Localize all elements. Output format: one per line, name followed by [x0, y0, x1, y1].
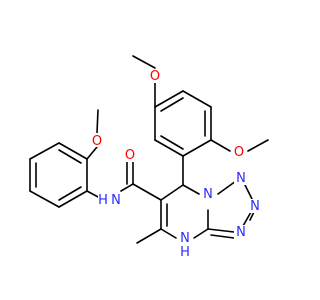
tetrazole-nitrogen-label: N: [236, 225, 246, 240]
bond: [86, 146, 98, 160]
ring-nitrogen-hydrogen-label: H: [180, 245, 190, 260]
bond: [58, 149, 82, 164]
carbonyl-oxygen-label: O: [125, 148, 135, 163]
bond: [247, 139, 269, 152]
oxygen-atom-label: O: [92, 134, 102, 149]
bond: [29, 190, 60, 208]
tetrazole-nitrogen-label: N: [250, 199, 260, 214]
pyrimidine-ring: [136, 155, 209, 244]
methoxyphenyl-ring: [29, 109, 101, 208]
bond: [58, 142, 88, 160]
amide-nitrogen-label: N: [111, 193, 121, 208]
bond: [86, 190, 101, 199]
atom-labels: O O O O H N N N N N N H: [90, 69, 262, 260]
bond: [132, 55, 156, 69]
bond: [154, 139, 184, 157]
bond: [58, 186, 82, 201]
bond: [217, 180, 237, 195]
bond: [136, 228, 162, 244]
bond: [193, 228, 209, 239]
bond: [210, 139, 231, 152]
oxygen-atom-label: O: [234, 145, 244, 160]
dimethoxyphenyl-ring: [132, 55, 269, 157]
bond: [160, 184, 184, 201]
bond: [160, 135, 184, 150]
ring-nitrogen-label: N: [180, 231, 190, 246]
amide-group: [120, 161, 162, 201]
molecule-canvas: O O O O H N N N N N N H: [29, 55, 269, 260]
bond: [96, 109, 99, 134]
bond: [182, 184, 200, 195]
bond: [58, 190, 88, 208]
bond: [160, 97, 184, 112]
bond: [242, 211, 252, 227]
chemical-structure-diagram: O O O O H N N N N N N H: [29, 55, 269, 260]
bond: [120, 183, 134, 192]
bond: [243, 182, 253, 200]
bond: [132, 183, 162, 201]
bond: [154, 90, 184, 108]
bond: [182, 139, 212, 157]
tetrazole-nitrogen-label: N: [236, 171, 246, 186]
bond: [29, 142, 60, 160]
bond: [160, 228, 177, 239]
ring-nitrogen-label: N: [203, 187, 213, 202]
amide-nitrogen-label: H: [98, 193, 108, 208]
tetrazole-ring: [207, 180, 259, 239]
bond: [210, 234, 235, 239]
bond: [182, 90, 212, 108]
oxygen-atom-label: O: [150, 69, 160, 84]
bond: [207, 228, 235, 233]
